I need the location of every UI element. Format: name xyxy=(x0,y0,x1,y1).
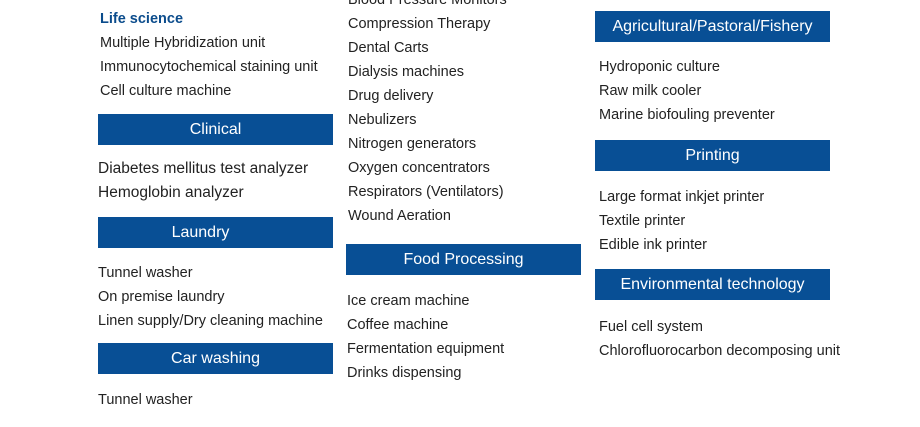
list-item: Wound Aeration xyxy=(348,208,451,224)
list-item: Drug delivery xyxy=(348,88,434,104)
list-item: Hydroponic culture xyxy=(599,59,720,75)
car-washing-header: Car washing xyxy=(98,343,333,374)
list-item: Drinks dispensing xyxy=(347,365,462,381)
list-item: Fermentation equipment xyxy=(347,341,505,357)
printing-header-label: Printing xyxy=(685,147,740,164)
list-item: Dialysis machines xyxy=(348,64,465,80)
clinical-header-label: Clinical xyxy=(189,121,242,138)
list-item: Blood Pressure Monitors xyxy=(348,0,507,8)
laundry-header: Laundry xyxy=(98,217,333,248)
list-item: Cell culture machine xyxy=(100,83,232,99)
clinical-header: Clinical xyxy=(98,114,333,145)
agricultural-header: Agricultural/Pastoral/Fishery xyxy=(595,11,830,42)
list-item: Tunnel washer xyxy=(98,265,193,281)
list-item: Compression Therapy xyxy=(348,16,491,32)
list-item: Marine biofouling preventer xyxy=(599,107,775,123)
printing-header: Printing xyxy=(595,140,830,171)
list-item: Large format inkjet printer xyxy=(599,189,765,205)
environmental-header-label: Environmental technology xyxy=(620,276,805,293)
list-item: Oxygen concentrators xyxy=(348,160,490,176)
car-washing-header-label: Car washing xyxy=(171,350,260,367)
food-processing-header: Food Processing xyxy=(346,244,581,275)
list-item: Ice cream machine xyxy=(347,293,470,309)
list-item: Tunnel washer xyxy=(98,392,193,408)
list-item: Nebulizers xyxy=(348,112,417,128)
food-processing-header-label: Food Processing xyxy=(403,251,524,268)
environmental-header: Environmental technology xyxy=(595,269,830,300)
list-item: Edible ink printer xyxy=(599,237,707,253)
list-item: On premise laundry xyxy=(98,289,225,305)
list-item: Dental Carts xyxy=(348,40,429,56)
list-item: Chlorofluorocarbon decomposing unit xyxy=(599,343,841,359)
agricultural-header-label: Agricultural/Pastoral/Fishery xyxy=(612,18,813,35)
list-item: Nitrogen generators xyxy=(348,136,477,152)
life-science-heading: Life science xyxy=(100,11,184,27)
list-item: Multiple Hybridization unit xyxy=(100,35,266,51)
list-item: Hemoglobin analyzer xyxy=(98,184,244,201)
list-item: Fuel cell system xyxy=(599,319,703,335)
list-item: Textile printer xyxy=(599,213,686,229)
list-item: Immunocytochemical staining unit xyxy=(100,59,318,75)
list-item: Diabetes mellitus test analyzer xyxy=(98,160,309,177)
list-item: Coffee machine xyxy=(347,317,449,333)
list-item: Raw milk cooler xyxy=(599,83,702,99)
laundry-header-label: Laundry xyxy=(171,224,230,241)
list-item: Respirators (Ventilators) xyxy=(348,184,504,200)
list-item: Linen supply/Dry cleaning machine xyxy=(98,313,323,329)
